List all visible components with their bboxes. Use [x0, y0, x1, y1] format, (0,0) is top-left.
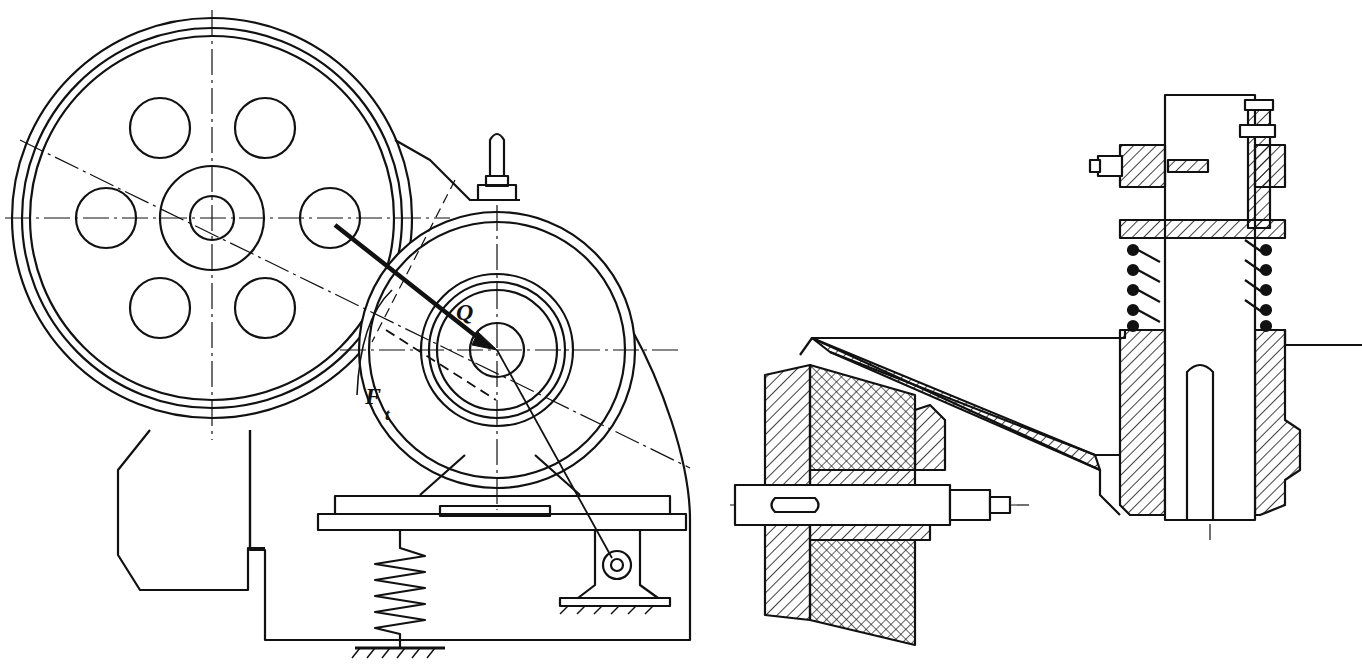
- force-label: t: [385, 406, 390, 423]
- force-label: F: [365, 384, 381, 408]
- force-label: Q: [456, 300, 473, 324]
